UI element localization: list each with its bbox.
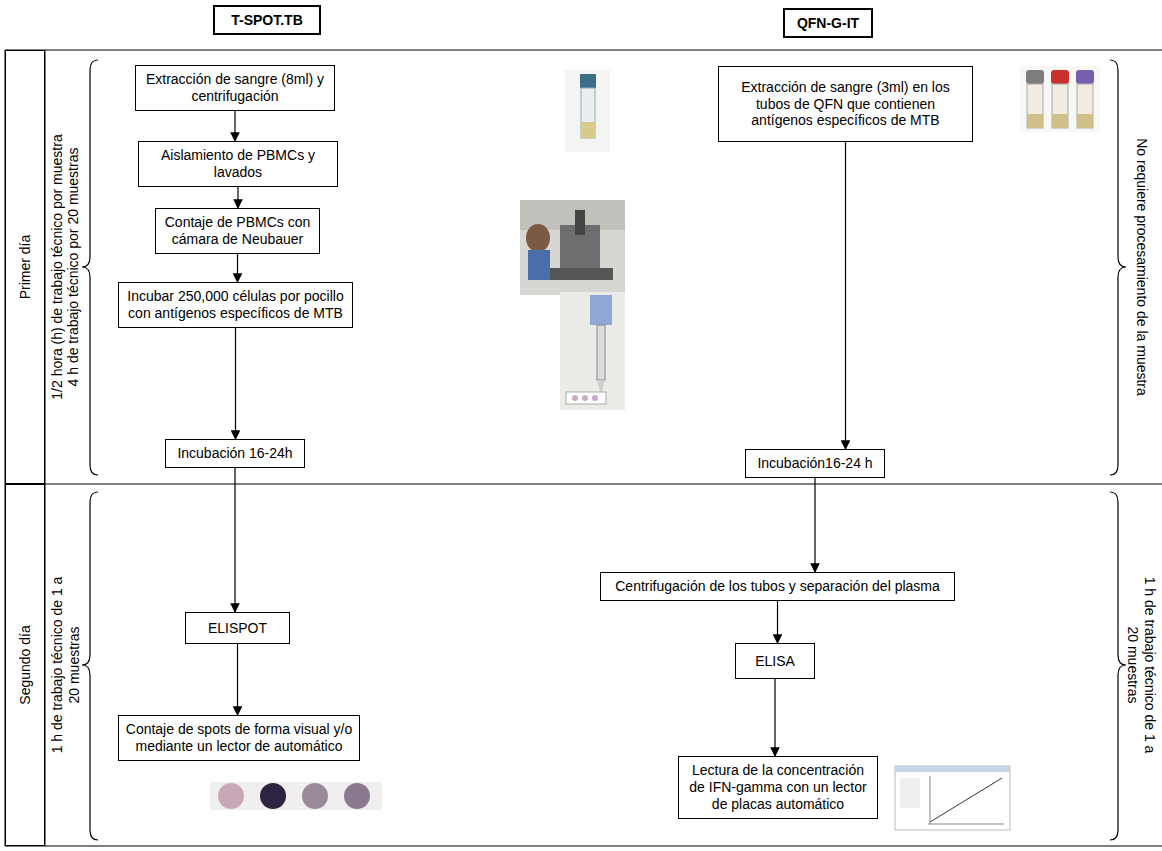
pipette-photo: [560, 292, 625, 410]
process-box: Contaje de spots de forma visual y/o med…: [118, 715, 360, 761]
box-text: Centrifugación de los tubos y separación…: [615, 578, 940, 595]
flow-arrow: [234, 111, 235, 141]
box-text: Incubación 16-24h: [177, 445, 292, 462]
day-label: Segundo día: [17, 625, 34, 704]
process-box: Aislamiento de PBMCs y lavados: [138, 141, 338, 187]
method-header: T-SPOT.TB: [213, 5, 321, 35]
process-box: Incubar 250,000 células por pocillo con …: [118, 282, 353, 328]
time-note: No requiere procesamiento de la muestra: [1134, 138, 1151, 396]
time-note: 1 h de trabajo técnico de 1 a 20 muestra…: [49, 576, 83, 754]
box-text: ELISPOT: [208, 620, 267, 637]
box-text: Extracción de sangre (8ml) y centrifugac…: [142, 71, 328, 105]
qfn-tubes-photo: [1020, 66, 1100, 132]
flow-arrow: [774, 679, 775, 756]
curly-brace: [82, 492, 98, 840]
box-text: Aislamiento de PBMCs y lavados: [145, 147, 331, 181]
frame-line: [5, 484, 1162, 485]
day-label: Primer día: [17, 235, 34, 300]
microscope-photo: [520, 200, 625, 295]
curly-brace: [82, 60, 98, 475]
time-note: 1 h de trabajo técnico de 1 a 20 muestra…: [1124, 576, 1158, 754]
curly-brace: [1110, 60, 1126, 475]
box-text: T-SPOT.TB: [231, 12, 303, 29]
process-box: Incubación16-24 h: [745, 449, 885, 478]
box-text: Lectura de la concentración de IFN-gamma…: [685, 762, 871, 812]
box-text: Incubar 250,000 células por pocillo con …: [125, 288, 346, 322]
process-box: Extracción de sangre (8ml) y centrifugac…: [135, 65, 335, 111]
day-band: Segundo día: [5, 484, 45, 846]
elispot-wells: [210, 782, 382, 810]
box-text: Incubación16-24 h: [757, 455, 872, 472]
frame-line: [5, 50, 1162, 51]
curly-brace: [1110, 492, 1126, 840]
flow-arrow: [235, 328, 236, 439]
process-box: ELISPOT: [185, 612, 290, 644]
box-text: QFN-G-IT: [797, 15, 859, 32]
tube-photo: [565, 70, 610, 152]
flow-arrow: [777, 601, 778, 643]
process-box: ELISA: [735, 643, 815, 679]
process-box: Contaje de PBMCs con cámara de Neubauer: [155, 208, 320, 254]
process-box: Incubación 16-24h: [165, 439, 305, 468]
method-header: QFN-G-IT: [783, 8, 873, 38]
flow-arrow: [234, 468, 235, 612]
box-text: Extracción de sangre (3ml) en los tubos …: [725, 79, 966, 129]
time-note: 1/2 hora (h) de trabajo técnico por mues…: [49, 134, 66, 399]
day-band: Primer día: [5, 50, 45, 484]
box-text: ELISA: [755, 653, 795, 670]
reader-screenshot: [895, 766, 1010, 830]
time-note: 4 h de trabajo técnico por 20 muestras: [65, 148, 82, 387]
flow-arrow: [237, 254, 238, 282]
process-box: Extracción de sangre (3ml) en los tubos …: [718, 66, 973, 142]
frame-line: [5, 846, 1162, 847]
flow-arrow: [845, 142, 846, 449]
box-text: Contaje de spots de forma visual y/o med…: [125, 721, 353, 755]
process-box: Centrifugación de los tubos y separación…: [600, 572, 955, 601]
flow-arrow: [814, 478, 815, 572]
flow-arrow: [237, 187, 238, 208]
process-box: Lectura de la concentración de IFN-gamma…: [678, 756, 878, 819]
box-text: Contaje de PBMCs con cámara de Neubauer: [162, 214, 313, 248]
flow-arrow: [237, 644, 238, 715]
